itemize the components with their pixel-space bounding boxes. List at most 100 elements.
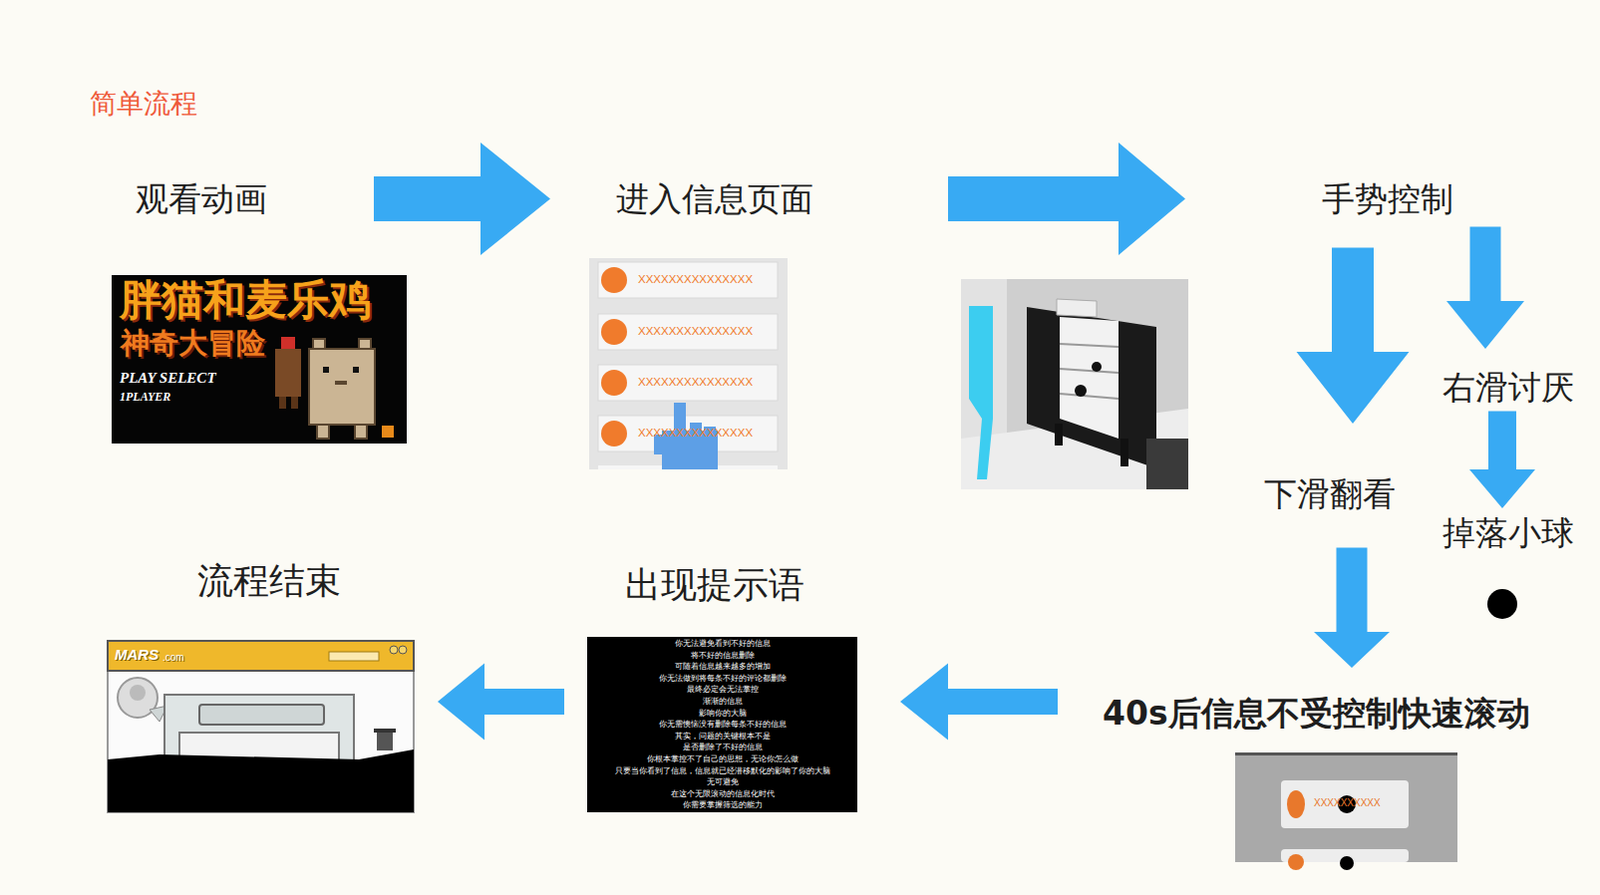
panel-ball — [1074, 384, 1087, 397]
step-label: 40s后信息不受控制快速滚动 — [1098, 691, 1535, 736]
flow-arrow — [900, 663, 1058, 741]
monitor-frame — [1026, 307, 1157, 469]
step-text: 流程结束 — [197, 559, 341, 603]
step-text: 40s后信息不受控制快速滚动 — [1102, 693, 1531, 734]
prompt-line: 是否删除了不好的信息 — [682, 742, 763, 752]
brown-figure — [275, 348, 302, 397]
prompt-line: 可随着信息越来越多的增加 — [674, 661, 771, 671]
info-card — [598, 364, 778, 401]
cat-eye — [352, 366, 359, 373]
flow-arrow — [1469, 411, 1536, 509]
avatar-dot — [601, 267, 628, 294]
cyan-figure — [968, 306, 993, 480]
info-page — [589, 258, 788, 470]
step-text: 右滑讨厌 — [1442, 367, 1575, 408]
image-text: XXXXXXXXXX — [1313, 797, 1381, 810]
scroll-avatar — [1286, 790, 1305, 819]
cat-mouth — [334, 380, 347, 385]
prompt-line: 只要当你看到了信息，信息就已经潜移默化的影响了你的大脑 — [615, 766, 831, 776]
ground-shadow — [107, 749, 414, 813]
prompt-line: 其实，问题的关键根本不是 — [674, 731, 771, 741]
scroll-ball — [1339, 856, 1354, 871]
prompt-line: 在这个无限滚动的信息化时代 — [670, 789, 775, 799]
panel-line — [1059, 368, 1119, 373]
scene-bg — [960, 279, 1189, 490]
cat-body — [309, 348, 375, 425]
flow-arrow — [373, 142, 551, 256]
scroll-topbar — [1235, 752, 1458, 756]
prompt-line: 影响你的大脑 — [698, 708, 747, 718]
window-button — [398, 645, 407, 654]
monitor-leg — [1120, 438, 1129, 467]
prompt-line: 渐渐的信息 — [702, 696, 743, 706]
trash-can — [376, 732, 393, 751]
step-label: 下滑翻看 — [1260, 472, 1400, 517]
flow-arrow — [1446, 227, 1525, 349]
prompt-screen — [587, 637, 858, 813]
monitor-top — [1056, 299, 1097, 318]
prompt-line: 你根本掌控不了自己的思想，无论你怎么做 — [646, 754, 799, 764]
end-screen — [107, 640, 414, 813]
avatar-dot — [601, 420, 628, 447]
flow-arrow — [948, 142, 1186, 256]
image-text: MARS — [114, 645, 159, 664]
step-text: 出现提示语 — [625, 563, 805, 607]
prompt-line: 最终必定会无法掌控 — [686, 684, 759, 694]
step-text: 下滑翻看 — [1264, 474, 1396, 515]
machine-slot — [199, 704, 324, 725]
image-text: XXXXXXXXXXXXXXX — [638, 273, 753, 288]
prompt-line: 将不好的信息删除 — [690, 650, 755, 660]
scroll-avatar — [1287, 854, 1304, 871]
brown-figure-leg — [291, 396, 299, 409]
step-label: 出现提示语 — [621, 561, 809, 609]
end-topbar — [107, 640, 414, 671]
search-box — [328, 651, 379, 661]
prompt-line: 你无法避免看到不好的信息 — [674, 639, 771, 648]
monitor-panel — [1059, 317, 1119, 439]
scene-shadow — [1146, 438, 1189, 490]
dropped-ball — [1487, 589, 1518, 620]
step-text: 进入信息页面 — [616, 179, 814, 220]
monitor-leg — [1054, 423, 1063, 446]
machine — [164, 694, 354, 765]
step-text: 掉落小球 — [1442, 513, 1575, 554]
image-text: 神奇大冒险 — [120, 325, 266, 361]
trash-lid — [373, 728, 396, 733]
flow-arrow — [437, 663, 565, 741]
image-text: PLAY SELECT — [119, 368, 217, 387]
info-card — [598, 262, 778, 299]
step-label: 手势控制 — [1317, 177, 1458, 222]
step-label: 掉落小球 — [1438, 511, 1579, 556]
game-bg — [111, 275, 407, 444]
gesture-scene — [960, 279, 1189, 490]
flow-arrow — [1296, 248, 1410, 424]
window-button — [389, 645, 398, 654]
brown-figure-leg — [279, 396, 287, 409]
image-text: XXXXXXXXXXXXXXX — [638, 375, 753, 390]
avatar-head — [129, 684, 146, 701]
prompt-line: 你无需懊恼没有删除每条不好的信息 — [658, 719, 787, 729]
image-text: 1PLAYER — [119, 389, 171, 404]
cat-eye — [322, 366, 329, 373]
prompt-line: 无可避免 — [706, 777, 739, 787]
panel-line — [1059, 393, 1119, 399]
scroll-card — [1280, 780, 1409, 829]
step-label: 右滑讨厌 — [1438, 365, 1579, 410]
image-text: .com — [162, 651, 185, 664]
step-label: 进入信息页面 — [612, 177, 818, 222]
diagram-title: 简单流程 — [89, 87, 198, 120]
step-text: 观看动画 — [135, 179, 268, 220]
prompt-line: 你需要掌握筛选的能力 — [682, 800, 763, 810]
prompt-line: 你无法做到将每条不好的评论都删除 — [658, 673, 787, 683]
info-bg — [589, 258, 788, 470]
panel-line — [1059, 343, 1119, 347]
image-text: XXXXXXXXXXXXXXX — [638, 324, 753, 339]
figure-badge — [281, 336, 296, 349]
game-screen — [111, 275, 407, 444]
step-label: 观看动画 — [131, 177, 272, 222]
step-text: 手势控制 — [1321, 179, 1454, 220]
step-label: 流程结束 — [193, 557, 345, 605]
